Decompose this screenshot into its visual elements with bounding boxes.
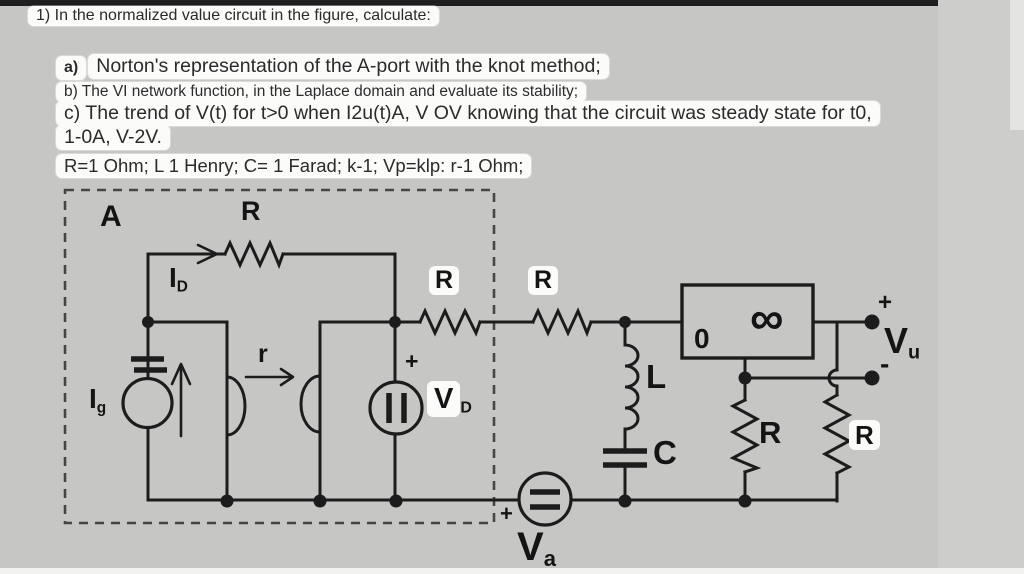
- problem-intro-text: 1) In the normalized value circuit in th…: [28, 6, 439, 26]
- parameters-text: R=1 Ohm; L 1 Henry; C= 1 Farad; k-1; Vp=…: [56, 154, 532, 178]
- output-plus-terminal: [864, 314, 880, 330]
- inductor-coil: [623, 343, 640, 431]
- top-current-base: I: [169, 262, 177, 293]
- resistor-inner: [418, 307, 482, 337]
- vd-sub: D: [460, 399, 472, 417]
- item-a-marker: a): [56, 56, 87, 80]
- a-port-dashed-box: [63, 188, 496, 525]
- nullor-zero-symbol: 0: [694, 323, 710, 354]
- voltage-source-vd: [368, 380, 424, 436]
- item-b-text: b) The VI network function, in the Lapla…: [56, 82, 587, 102]
- nullor-infinity-symbol: ∞: [750, 291, 784, 344]
- load-resistor-right-label: R: [849, 420, 880, 450]
- resistor-load-right: [821, 392, 853, 476]
- resistor-top-loop: [223, 239, 285, 270]
- scan-top-bar: [0, 0, 938, 6]
- vd-base: V: [427, 381, 461, 417]
- top-current-label: ID: [169, 264, 188, 295]
- controlled-source-arcs: [225, 367, 322, 437]
- transresistance-label: r: [258, 340, 268, 368]
- source-current-label: Ig: [89, 385, 106, 416]
- current-source-ig: [121, 356, 192, 438]
- resistor-series: [531, 307, 593, 338]
- source-current-base: I: [89, 383, 97, 414]
- inductor-label: L: [646, 358, 667, 395]
- inner-resistor-label: R: [429, 266, 460, 295]
- driven-branch-arc: [299, 374, 322, 434]
- capacitor-plates: [603, 448, 647, 468]
- item-a-text: Norton's representation of the A-port wi…: [88, 54, 609, 79]
- scan-edge-strip: [1010, 0, 1024, 130]
- r-arrow-head: [279, 367, 295, 387]
- sensing-branch-arc: [225, 375, 247, 437]
- a-port-label: A: [100, 200, 122, 233]
- item-c-cont-text: 1-0A, V-2V.: [56, 125, 170, 150]
- va-label: Va: [517, 527, 556, 570]
- va-sub: a: [543, 546, 556, 572]
- voltage-source-va: [517, 471, 573, 527]
- nullor-box: [680, 283, 815, 360]
- output-voltage-base: V: [884, 320, 909, 361]
- scan-bottom-strip: [0, 568, 1024, 574]
- resistors: [223, 239, 853, 476]
- problem-item-c: c) The trend of V(t) for t>0 when I2u(t)…: [56, 101, 880, 126]
- problem-item-a: a)Norton's representation of the A-port …: [56, 54, 609, 80]
- source-current-sub: g: [96, 399, 107, 417]
- problem-item-c-cont: 1-0A, V-2V.: [56, 125, 170, 150]
- wires: [146, 252, 868, 503]
- problem-intro-line: 1) In the normalized value circuit in th…: [28, 6, 439, 26]
- output-minus-sign: -: [880, 348, 890, 379]
- problem-item-b: b) The VI network function, in the Lapla…: [56, 82, 587, 102]
- capacitor-label: C: [653, 434, 677, 471]
- output-plus-sign: +: [878, 289, 893, 316]
- output-minus-terminal: [864, 370, 880, 386]
- va-base: V: [517, 525, 544, 569]
- va-plus-sign: +: [500, 501, 513, 526]
- output-voltage-sub: u: [908, 341, 921, 364]
- series-resistor-label: R: [528, 266, 559, 295]
- top-current-sub: D: [176, 278, 188, 296]
- resistor-load-left: [729, 397, 762, 474]
- top-current-arrow: [196, 243, 219, 265]
- scan-shade-band: [938, 0, 1024, 574]
- top-resistor-label: R: [241, 196, 261, 226]
- item-c-text: c) The trend of V(t) for t>0 when I2u(t)…: [56, 101, 880, 126]
- junction-dots: [142, 314, 880, 508]
- vd-plus-sign: +: [405, 348, 419, 374]
- problem-parameters: R=1 Ohm; L 1 Henry; C= 1 Farad; k-1; Vp=…: [56, 154, 532, 178]
- load-resistor-left-label: R: [759, 415, 782, 450]
- output-voltage-label: Vu: [884, 323, 920, 363]
